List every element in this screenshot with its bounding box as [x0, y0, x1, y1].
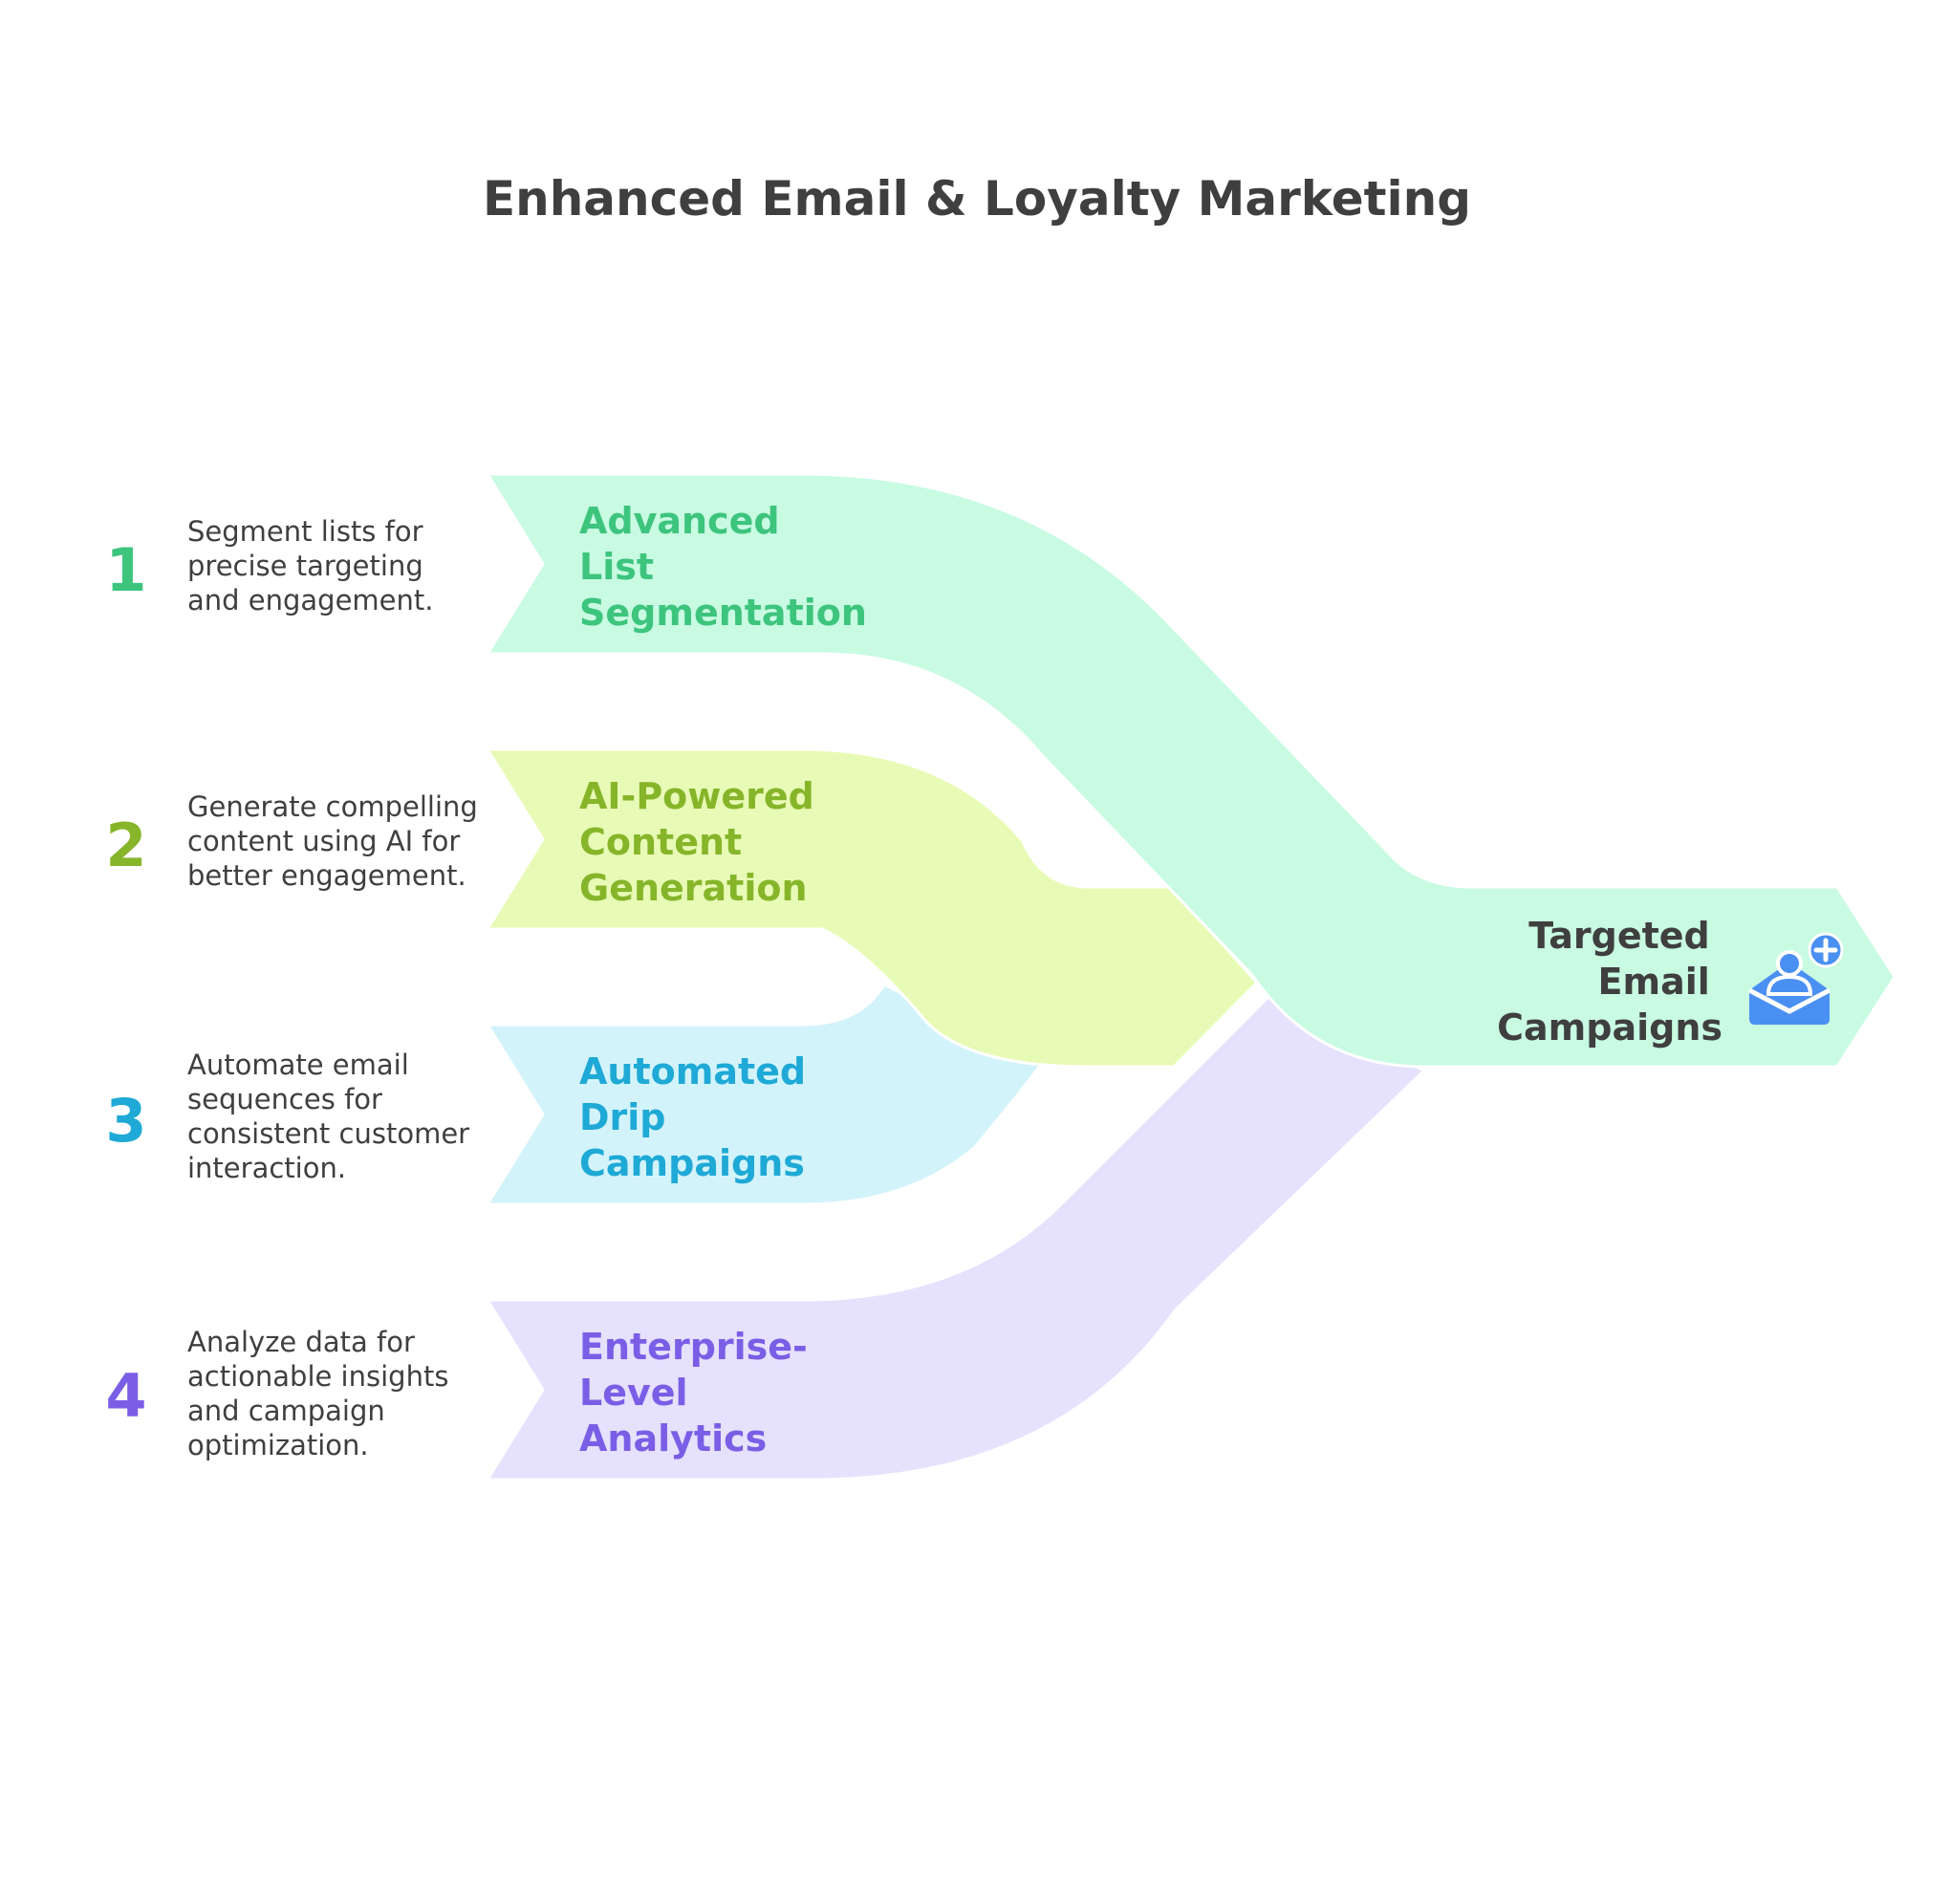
step-description-3: Automate email sequences for consistent … — [187, 1049, 478, 1184]
band-label-line: Content — [579, 821, 742, 863]
step-description-line: actionable insights — [187, 1360, 448, 1393]
step-description-line: and engagement. — [187, 584, 434, 617]
step-description-line: optimization. — [187, 1429, 369, 1461]
step-description-line: and campaign — [187, 1395, 385, 1427]
step-description-line: precise targeting — [187, 550, 423, 582]
step-number-3: 3 — [105, 1086, 146, 1156]
band-label-line: List — [579, 546, 654, 588]
target-label-line: Email — [1598, 961, 1710, 1003]
band-drip-campaigns — [485, 983, 1045, 1206]
step-description-4: Analyze data for actionable insights and… — [187, 1326, 458, 1461]
band-label-list-segmentation: Advanced List Segmentation — [579, 500, 867, 634]
band-label-line: Campaigns — [579, 1142, 805, 1184]
step-description-line: consistent customer — [187, 1117, 469, 1150]
band-label-enterprise-analytics: Enterprise- Level Analytics — [579, 1326, 820, 1460]
band-label-line: Generation — [579, 867, 808, 909]
step-number-1: 1 — [105, 535, 146, 605]
band-label-line: Enterprise- — [579, 1326, 808, 1368]
step-description-2: Generate compelling content using AI for… — [187, 790, 487, 892]
step-description-line: sequences for — [187, 1083, 382, 1115]
step-description-line: better engagement. — [187, 859, 466, 892]
step-description-line: Automate email — [187, 1049, 409, 1081]
band-label-content-generation: AI-Powered Content Generation — [579, 775, 827, 909]
step-number-4: 4 — [105, 1361, 146, 1431]
step-description-line: content using AI for — [187, 825, 460, 857]
band-label-line: Automated — [579, 1050, 806, 1093]
step-description-line: Analyze data for — [187, 1326, 415, 1358]
band-label-line: Advanced — [579, 500, 780, 542]
band-label-line: Level — [579, 1372, 688, 1414]
step-description-line: Segment lists for — [187, 515, 423, 548]
target-label-line: Campaigns — [1497, 1006, 1722, 1049]
band-label-line: AI-Powered — [579, 775, 814, 817]
band-label-line: Analytics — [579, 1417, 767, 1460]
band-label-line: Drip — [579, 1096, 666, 1138]
band-enterprise-analytics — [485, 992, 1427, 1482]
target-label: Targeted Email Campaigns — [1497, 915, 1722, 1049]
step-description-1: Segment lists for precise targeting and … — [187, 515, 434, 617]
step-description-line: interaction. — [187, 1152, 346, 1184]
target-label-line: Targeted — [1528, 915, 1710, 957]
email-campaign-icon — [1747, 932, 1844, 1025]
step-number-2: 2 — [105, 811, 146, 880]
band-label-line: Segmentation — [579, 592, 867, 634]
band-label-drip-campaigns: Automated Drip Campaigns — [579, 1050, 818, 1184]
band-list-segmentation — [485, 472, 1896, 1069]
step-description-line: Generate compelling — [187, 790, 478, 823]
diagram-title: Enhanced Email & Loyalty Marketing — [483, 171, 1471, 227]
band-content-generation — [485, 747, 1260, 1069]
